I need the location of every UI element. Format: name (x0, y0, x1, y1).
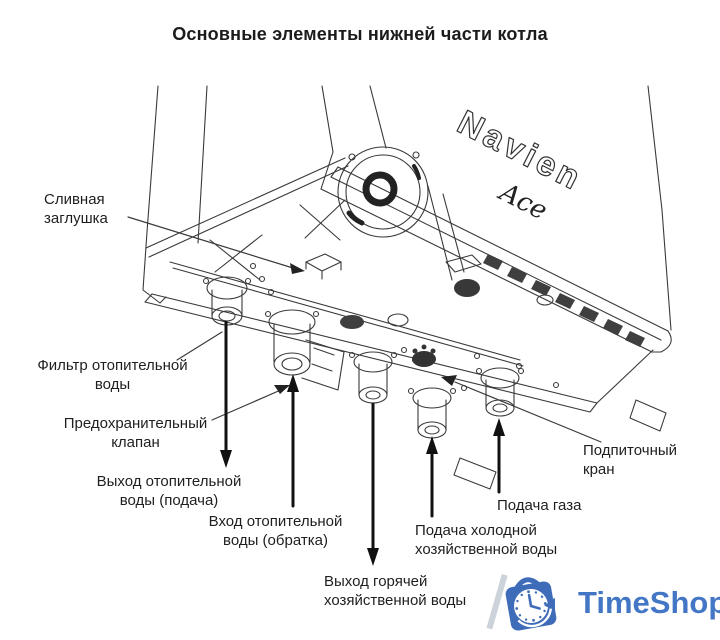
pointer-arrows (220, 320, 505, 566)
pipe-cold-in (407, 387, 457, 439)
label-drain-plug: Сливная заглушка (44, 191, 108, 227)
pipe-heating-out (202, 276, 252, 326)
pipe-dhw-out (348, 351, 398, 404)
drain-plug (305, 253, 342, 280)
timeshop-clock-bag-icon (486, 573, 557, 631)
label-heating-water-filter: Фильтр отопительной воды (37, 357, 188, 393)
timeshop-logo-text: TimeShop (578, 585, 720, 620)
fan-assembly (337, 146, 429, 238)
label-dhw-outlet: Выход горячей хозяйственной воды (324, 573, 467, 609)
makeup-tap-knob (412, 344, 436, 367)
panel-holes (249, 262, 560, 392)
leader-lines (127, 216, 602, 443)
bottom-panel (144, 253, 667, 490)
page-title: Основные элементы нижней части котла (172, 24, 548, 44)
casing-edges (142, 85, 672, 331)
pipe-gas-in (475, 367, 525, 417)
pipe-safety-valve (264, 309, 345, 391)
brand-lettering: Navien Ace (451, 103, 590, 227)
label-safety-valve: Предохранительный клапан (63, 415, 208, 451)
burner-frame (145, 157, 524, 367)
label-heating-water-outlet: Выход отопительной воды (подача) (96, 473, 242, 509)
brand-ace: Ace (493, 177, 552, 227)
label-heating-water-inlet: Вход отопительной воды (обратка) (208, 513, 343, 549)
louver-grille (320, 151, 672, 353)
label-cold-water-supply: Подача холодной хозяйственной воды (415, 522, 558, 558)
label-gas-supply: Подача газа (497, 497, 582, 514)
label-makeup-tap: Подпиточный кран (583, 442, 678, 478)
timeshop-logo: TimeShop (486, 572, 720, 634)
